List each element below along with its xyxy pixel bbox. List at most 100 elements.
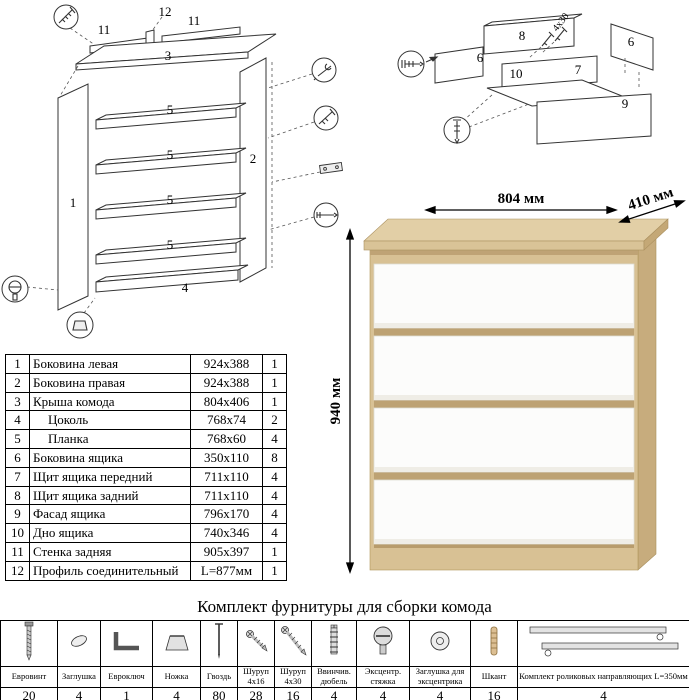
part-name: Щит ящика задний [29, 485, 191, 506]
part-name: Планка [29, 429, 191, 449]
left-side-panel-shape [57, 83, 89, 311]
hardware-name: Заглушка [57, 666, 101, 688]
part-qty: 1 [262, 560, 287, 581]
bracket-icon [319, 161, 343, 175]
cam-lock-icon [373, 626, 393, 655]
part-num: 5 [5, 429, 30, 449]
part-qty: 4 [262, 429, 287, 449]
part-size: 350x110 [190, 447, 263, 468]
part-qty: 1 [262, 354, 287, 374]
part-qty: 1 [262, 541, 287, 562]
hardware-name: Евровинт [0, 666, 58, 688]
part-name: Боковина ящика [29, 447, 191, 468]
screw-4x30-icon [281, 626, 307, 656]
part-label: 4 [182, 280, 189, 295]
drawer-exploded-diagram: 8 4x30 6 6 7 10 9 [397, 11, 654, 145]
leg-icon [164, 635, 189, 651]
part-label: 12 [159, 4, 172, 19]
part-size: 711x110 [190, 485, 263, 506]
hardware-name: Шуруп 4x30 [274, 666, 312, 688]
part-size: 924x388 [190, 372, 263, 393]
hardware-qty: 4 [57, 687, 101, 700]
part-label: 2 [250, 151, 257, 166]
part-size: 905x397 [190, 541, 263, 562]
hardware-name: Ввинчив. дюбель [311, 666, 357, 688]
part-label: 3 [165, 48, 172, 63]
part-name: Стенка задняя [29, 541, 191, 562]
screw-4x16-icon [246, 630, 268, 652]
hardware-name: Комплект роликовых направляющих L=350мм [517, 666, 689, 688]
hardware-name: Ножка [152, 666, 201, 688]
confirmat-screw-icon [24, 621, 34, 661]
part-name: Боковина левая [29, 354, 191, 374]
part-label: 5 [167, 192, 174, 207]
hardware-name: Шкант [470, 666, 518, 688]
hardware-name: Шуруп 4x16 [237, 666, 275, 688]
hardware-kit-title: Комплект фурнитуры для сборки комода [197, 597, 492, 616]
part-name: Боковина правая [29, 372, 191, 393]
part-num: 11 [5, 541, 30, 562]
cam-lock-callout-icon [1, 275, 29, 303]
part-num: 3 [5, 391, 30, 412]
part-label: 5 [167, 102, 174, 117]
hex-key-icon [113, 632, 139, 651]
hardware-qty: 80 [200, 687, 238, 700]
drawer-facade-shape [536, 93, 652, 145]
part-label: 11 [188, 13, 201, 28]
part-size: L=877мм [190, 560, 263, 581]
hardware-qty: 20 [0, 687, 58, 700]
part-num: 9 [5, 504, 30, 525]
frame-exploded-diagram: 12 11 11 3 5 5 5 5 2 1 4 [1, 4, 343, 339]
part-num: 6 [5, 447, 30, 468]
wood-dowel-icon [490, 626, 498, 656]
drawer-side-right-shape [610, 23, 654, 71]
part-qty: 1 [262, 372, 287, 393]
hardware-name: Гвоздь [200, 666, 238, 688]
part-size: 740x346 [190, 523, 263, 543]
depth-dimension-label: 410 мм [626, 190, 675, 214]
screw-in-dowel-icon [330, 624, 338, 655]
part-name: Профиль соединительный [29, 560, 191, 581]
part-qty: 4 [262, 504, 287, 525]
part-label: 8 [519, 28, 526, 43]
drawer-slides-icon [529, 626, 678, 657]
part-name: Крыша комода [29, 391, 191, 412]
part-label: 9 [622, 96, 629, 111]
part-size: 768x74 [190, 410, 263, 431]
part-qty: 4 [262, 523, 287, 543]
part-name: Дно ящика [29, 523, 191, 543]
part-label: 5 [167, 147, 174, 162]
hardware-qty: 4 [152, 687, 201, 700]
drawer-front-3 [373, 407, 635, 473]
part-qty: 4 [262, 466, 287, 487]
right-side-panel-shape [239, 57, 267, 283]
part-size: 711x110 [190, 466, 263, 487]
width-dimension-label: 804 мм [498, 191, 545, 207]
part-qty: 1 [262, 391, 287, 412]
part-label: 5 [167, 237, 174, 252]
part-size: 768x60 [190, 429, 263, 449]
hardware-qty-row: 20 4 1 4 80 28 16 4 4 4 16 4 [0, 687, 689, 700]
part-size: 804x406 [190, 391, 263, 412]
part-num: 8 [5, 485, 30, 506]
hardware-qty: 4 [356, 687, 410, 700]
hardware-table: Евровинт Заглушка Евроключ Ножка Гвоздь … [0, 620, 689, 700]
hardware-name: Евроключ [100, 666, 153, 688]
cam-cap-icon [430, 631, 450, 651]
hardware-icons-row [0, 620, 689, 667]
drawer-side-left-shape [434, 46, 484, 84]
hardware-qty: 28 [237, 687, 275, 700]
part-name: Фасад ящика [29, 504, 191, 525]
hardware-qty: 4 [311, 687, 357, 700]
part-name: Щит ящика передний [29, 466, 191, 487]
part-name: Цоколь [29, 410, 191, 431]
part-size: 924x388 [190, 354, 263, 374]
hardware-qty: 16 [274, 687, 312, 700]
hardware-qty: 4 [517, 687, 689, 700]
